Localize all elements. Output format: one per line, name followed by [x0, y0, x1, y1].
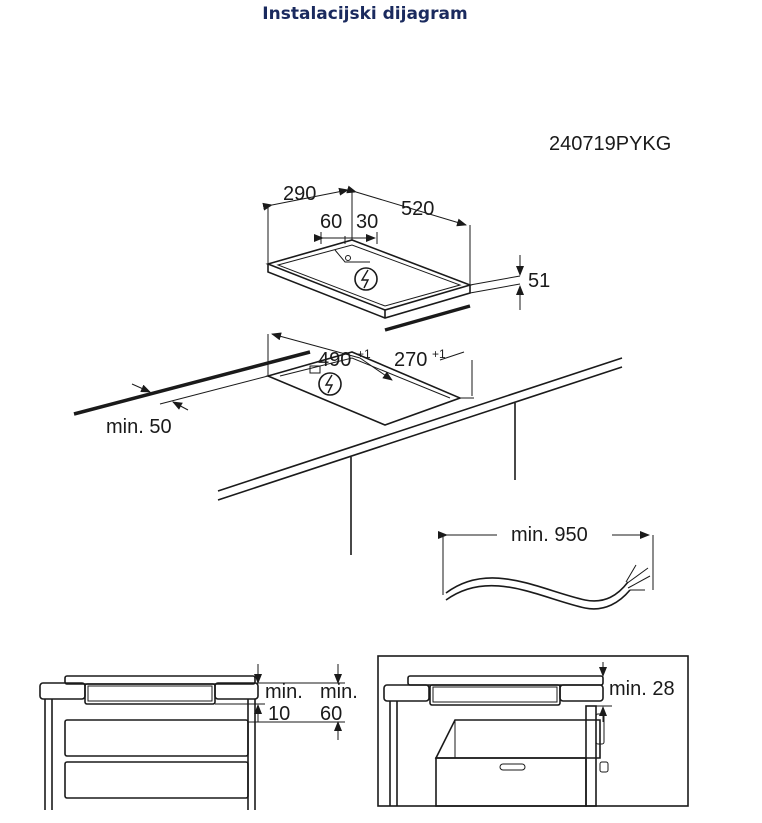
section-view-right	[377, 655, 689, 807]
dim-cutout-width-tol: +1	[357, 347, 371, 361]
dim-conn-a: 60	[320, 211, 342, 233]
dim-cutout-width: 490	[318, 349, 351, 371]
dim-cutout-depth: 270	[394, 349, 427, 371]
power-symbol-cutout-icon	[318, 372, 342, 396]
dim-height: 51	[528, 270, 550, 292]
dim-min60-label: min.	[320, 681, 358, 703]
dim-cable: min. 950	[511, 524, 588, 546]
power-symbol-icon	[354, 267, 378, 291]
dim-conn-b: 30	[356, 211, 378, 233]
dim-cutout-depth-tol: +1	[432, 347, 446, 361]
worktop	[73, 304, 623, 555]
dim-depth-hob: 520	[401, 198, 434, 220]
power-cable	[438, 531, 654, 610]
section-view-left	[39, 664, 345, 810]
dim-min10-value: 10	[268, 703, 290, 725]
dim-min60-value: 60	[320, 703, 342, 725]
model-code: 240719PYKG	[549, 133, 671, 155]
dim-min28: min. 28	[609, 678, 675, 700]
page-title: Instalacijski dijagram	[262, 4, 468, 24]
dim-min10-label: min.	[265, 681, 303, 703]
dim-min-edge: min. 50	[106, 416, 172, 438]
hob-unit	[262, 185, 524, 319]
dim-width-hob: 290	[283, 183, 316, 205]
